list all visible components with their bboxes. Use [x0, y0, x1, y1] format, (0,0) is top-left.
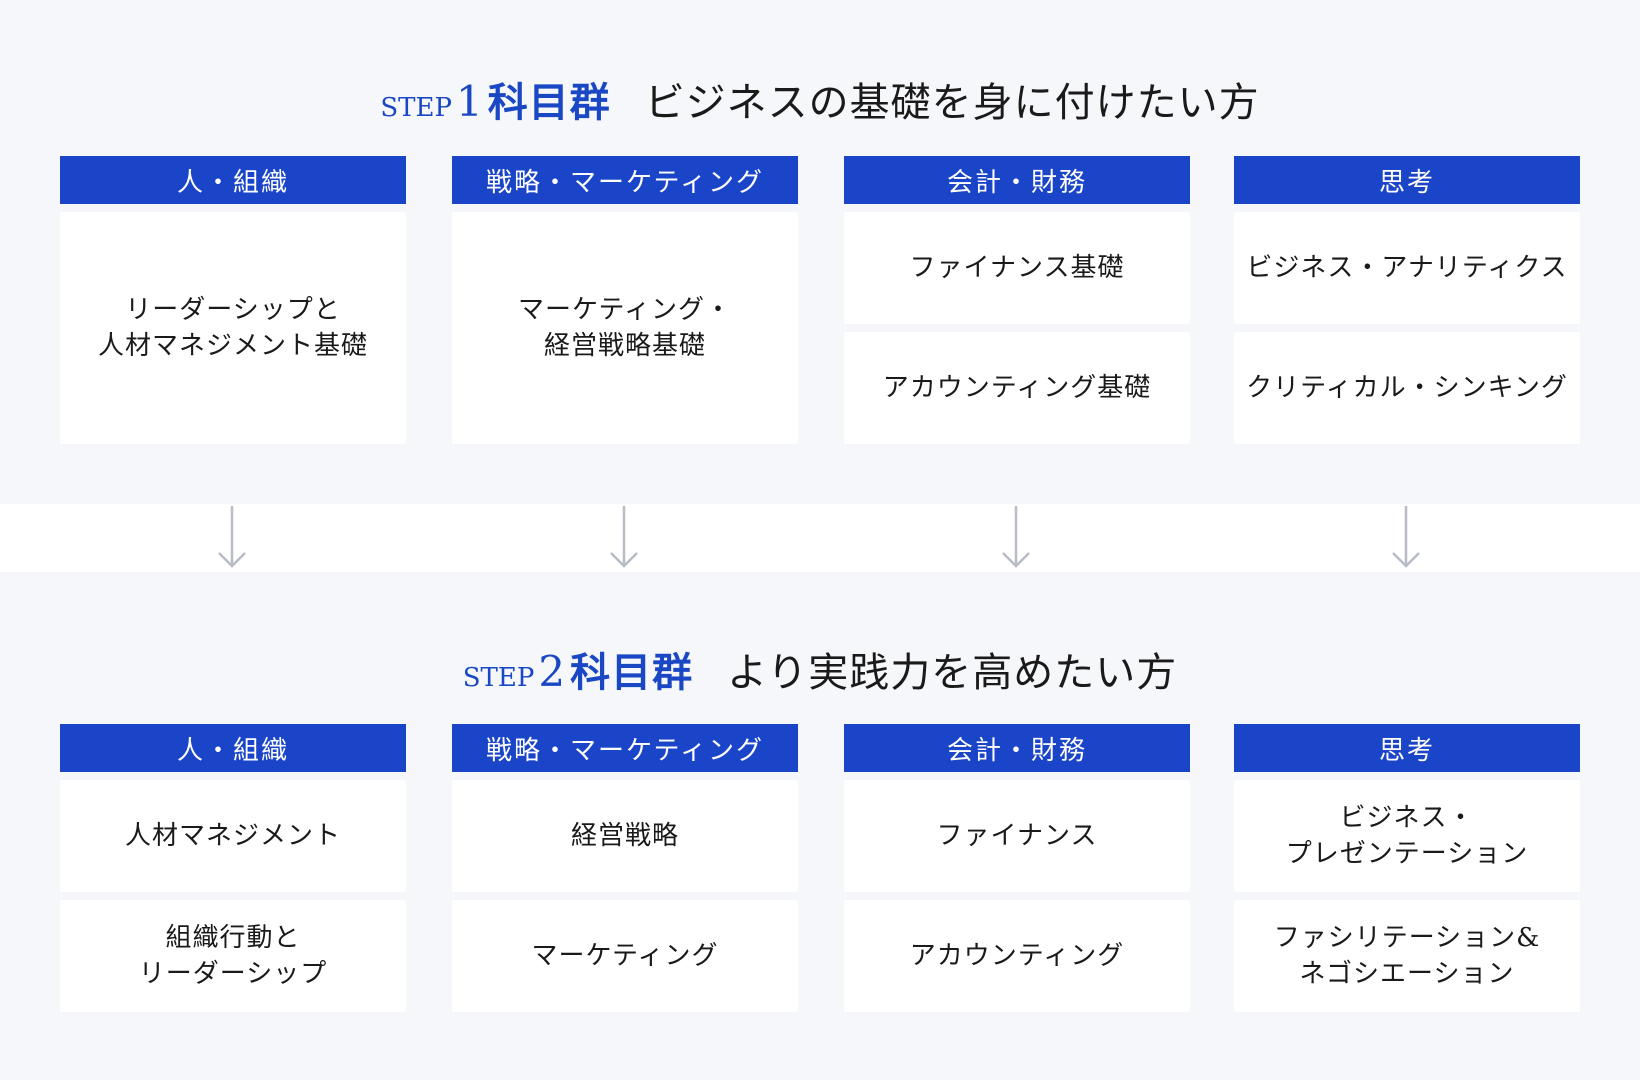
- course-card[interactable]: アカウンティング: [844, 900, 1190, 1012]
- course-card[interactable]: 経営戦略: [452, 780, 798, 892]
- step1-column-thinking: 思考 ビジネス・アナリティクス クリティカル・シンキング: [1234, 156, 1580, 444]
- category-header: 人・組織: [60, 156, 406, 204]
- category-header: 人・組織: [60, 724, 406, 772]
- course-card[interactable]: マーケティング: [452, 900, 798, 1012]
- arrow-band: [0, 504, 1640, 572]
- step1-column-accounting: 会計・財務 ファイナンス基礎 アカウンティング基礎: [844, 156, 1190, 444]
- arrow-down-icon: [1002, 506, 1030, 568]
- category-header: 戦略・マーケティング: [452, 156, 798, 204]
- arrow-down-icon: [610, 506, 638, 568]
- step1-step-word: STEP: [380, 93, 452, 123]
- course-card[interactable]: クリティカル・シンキング: [1234, 332, 1580, 444]
- step1-group-label: 科目群: [487, 79, 611, 126]
- course-card[interactable]: ビジネス・ プレゼンテーション: [1234, 780, 1580, 892]
- course-card[interactable]: マーケティング・ 経営戦略基礎: [452, 212, 798, 444]
- category-header: 会計・財務: [844, 724, 1190, 772]
- course-card[interactable]: ビジネス・アナリティクス: [1234, 212, 1580, 324]
- step1-column-people: 人・組織 リーダーシップと 人材マネジメント基礎: [60, 156, 406, 444]
- course-card[interactable]: アカウンティング基礎: [844, 332, 1190, 444]
- step1-column-strategy: 戦略・マーケティング マーケティング・ 経営戦略基礎: [452, 156, 798, 444]
- course-card[interactable]: リーダーシップと 人材マネジメント基礎: [60, 212, 406, 444]
- category-header: 思考: [1234, 724, 1580, 772]
- step2-column-people: 人・組織 人材マネジメント 組織行動と リーダーシップ: [60, 724, 406, 1012]
- step2-column-thinking: 思考 ビジネス・ プレゼンテーション ファシリテーション& ネゴシエーション: [1234, 724, 1580, 1012]
- course-card[interactable]: ファイナンス基礎: [844, 212, 1190, 324]
- course-card[interactable]: ファイナンス: [844, 780, 1190, 892]
- step2-group-label: 科目群: [570, 649, 694, 696]
- step2-column-strategy: 戦略・マーケティング 経営戦略 マーケティング: [452, 724, 798, 1012]
- course-card[interactable]: ファシリテーション& ネゴシエーション: [1234, 900, 1580, 1012]
- category-header: 戦略・マーケティング: [452, 724, 798, 772]
- step2-step-number: 2: [538, 647, 567, 696]
- category-header: 会計・財務: [844, 156, 1190, 204]
- step2-description: より実践力を高めたい方: [727, 650, 1178, 696]
- course-card[interactable]: 人材マネジメント: [60, 780, 406, 892]
- course-card[interactable]: 組織行動と リーダーシップ: [60, 900, 406, 1012]
- category-header: 思考: [1234, 156, 1580, 204]
- step1-step-number: 1: [455, 77, 484, 126]
- step1-description: ビジネスの基礎を身に付けたい方: [644, 80, 1260, 126]
- arrow-down-icon: [218, 506, 246, 568]
- step2-column-accounting: 会計・財務 ファイナンス アカウンティング: [844, 724, 1190, 1012]
- step2-step-word: STEP: [462, 663, 535, 693]
- arrow-down-icon: [1392, 506, 1420, 568]
